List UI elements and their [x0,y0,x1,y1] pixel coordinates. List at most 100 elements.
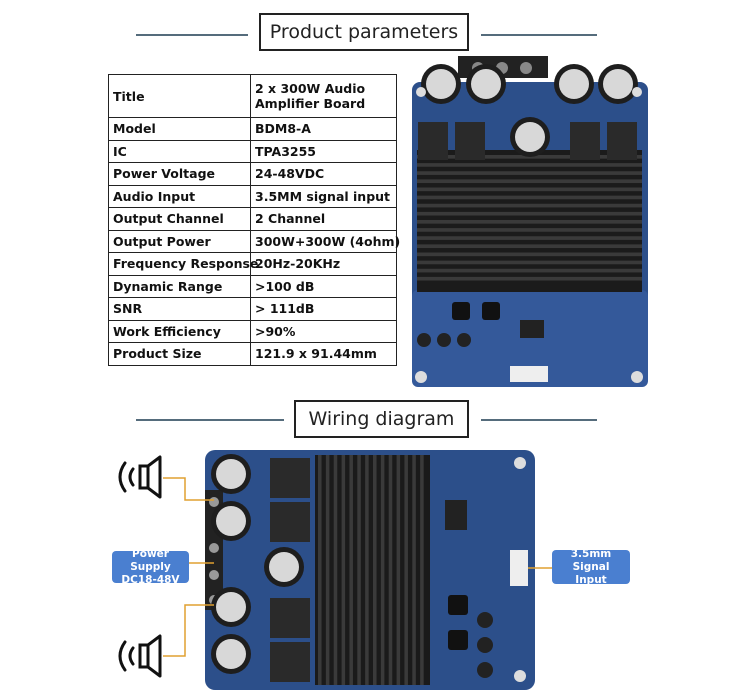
small-capacitor [477,637,493,653]
parameter-value: 121.9 x 91.44mm [250,342,397,366]
pcb-lower [412,290,648,387]
heatsink-fin [417,220,642,224]
heatsink-fin [417,195,642,200]
inductor [607,122,637,160]
inductor-small [448,595,468,615]
heatsink-fin [333,455,338,685]
heatsink-fin [388,455,393,685]
small-capacitor [477,662,493,678]
heatsink-fin [417,163,642,167]
parameter-value: 3.5MM signal input [250,184,397,208]
heatsink-fin [365,455,369,685]
mount-hole [415,371,427,383]
mount-hole [514,670,526,682]
capacitor-top [471,69,501,99]
heatsink-fin [404,455,408,685]
parameter-row: Work Efficiency>90% [108,319,397,343]
heatsink-fin [318,455,322,685]
small-capacitor [477,612,493,628]
parameter-value: 2 x 300W Audio Amplifier Board [250,74,397,118]
speaker-wire-bottom [163,604,214,657]
parameter-value: 24-48VDC [250,162,397,186]
heatsink-fin [396,455,401,685]
heatsink-fin [417,252,642,257]
terminal-screw [209,543,219,553]
parameter-key: Output Channel [108,207,251,231]
heatsink-fin [417,179,642,184]
heatsink-fin [417,187,642,192]
mount-hole [632,87,642,97]
parameter-key: Work Efficiency [108,319,251,343]
inductor [270,458,310,498]
power-supply-callout: Power Supply DC18-48V [112,548,189,586]
inductor [418,122,448,160]
heatsink-fins [318,455,424,685]
capacitor-top [559,69,589,99]
parameter-key: Dynamic Range [108,274,251,298]
mount-hole [416,87,426,97]
parameter-value: 300W+300W (4ohm) [250,229,400,253]
heatsink-fin [417,211,642,216]
parameter-key: Product Size [108,342,251,366]
connector [510,366,548,382]
capacitor-top [216,506,246,536]
parameter-value: 2 Channel [250,207,397,231]
parameter-key: Output Power [108,229,251,253]
inductor [570,122,600,160]
mount-hole [514,457,526,469]
heatsink-fin [417,171,642,175]
section-title-parameters: Product parameters [259,13,469,51]
inductor-small [448,630,468,650]
mount-hole [631,371,643,383]
heatsink-fin [420,455,424,685]
heading-rule-right [481,34,597,36]
parameter-key: Audio Input [108,184,251,208]
heading-rule-right [481,419,597,421]
power-supply-voltage: DC18-48V [121,573,180,586]
inductor [270,598,310,638]
heatsink-fin [417,236,642,240]
signal-input-callout: 3.5mm Signal Input [552,547,630,586]
small-capacitor [457,333,471,347]
speaker-icon [118,634,162,678]
terminal-screw [209,497,219,507]
signal-input-size: 3.5mm [570,547,612,560]
signal-input-label: Signal Input [572,560,610,586]
capacitor-top [426,69,456,99]
capacitor-top [269,552,299,582]
parameter-row: Dynamic Range>100 dB [108,274,397,298]
small-capacitor [417,333,431,347]
capacitor-top [603,69,633,99]
terminal-screw [209,570,219,580]
capacitor-top [216,459,246,489]
parameter-key: Model [108,117,251,141]
inductor-small [482,302,500,320]
ic-chip [445,500,467,530]
heatsink-fin [373,455,377,685]
parameter-value: BDM8-A [250,117,397,141]
heatsink-fin [417,244,642,249]
parameter-key: Title [108,74,251,118]
heatsink-fin [417,203,642,208]
parameter-value: >100 dB [250,274,397,298]
inductor [455,122,485,160]
capacitor-top [515,122,545,152]
heatsink-fin [341,455,346,685]
section-title-wiring: Wiring diagram [294,400,469,438]
inductor-small [452,302,470,320]
heading-rule-left [136,34,248,36]
capacitor-top [216,639,246,669]
inductor [270,502,310,542]
heatsink-fin [417,228,642,232]
heatsink-fin [349,455,353,685]
small-capacitor [437,333,451,347]
parameter-key: Power Voltage [108,162,251,186]
